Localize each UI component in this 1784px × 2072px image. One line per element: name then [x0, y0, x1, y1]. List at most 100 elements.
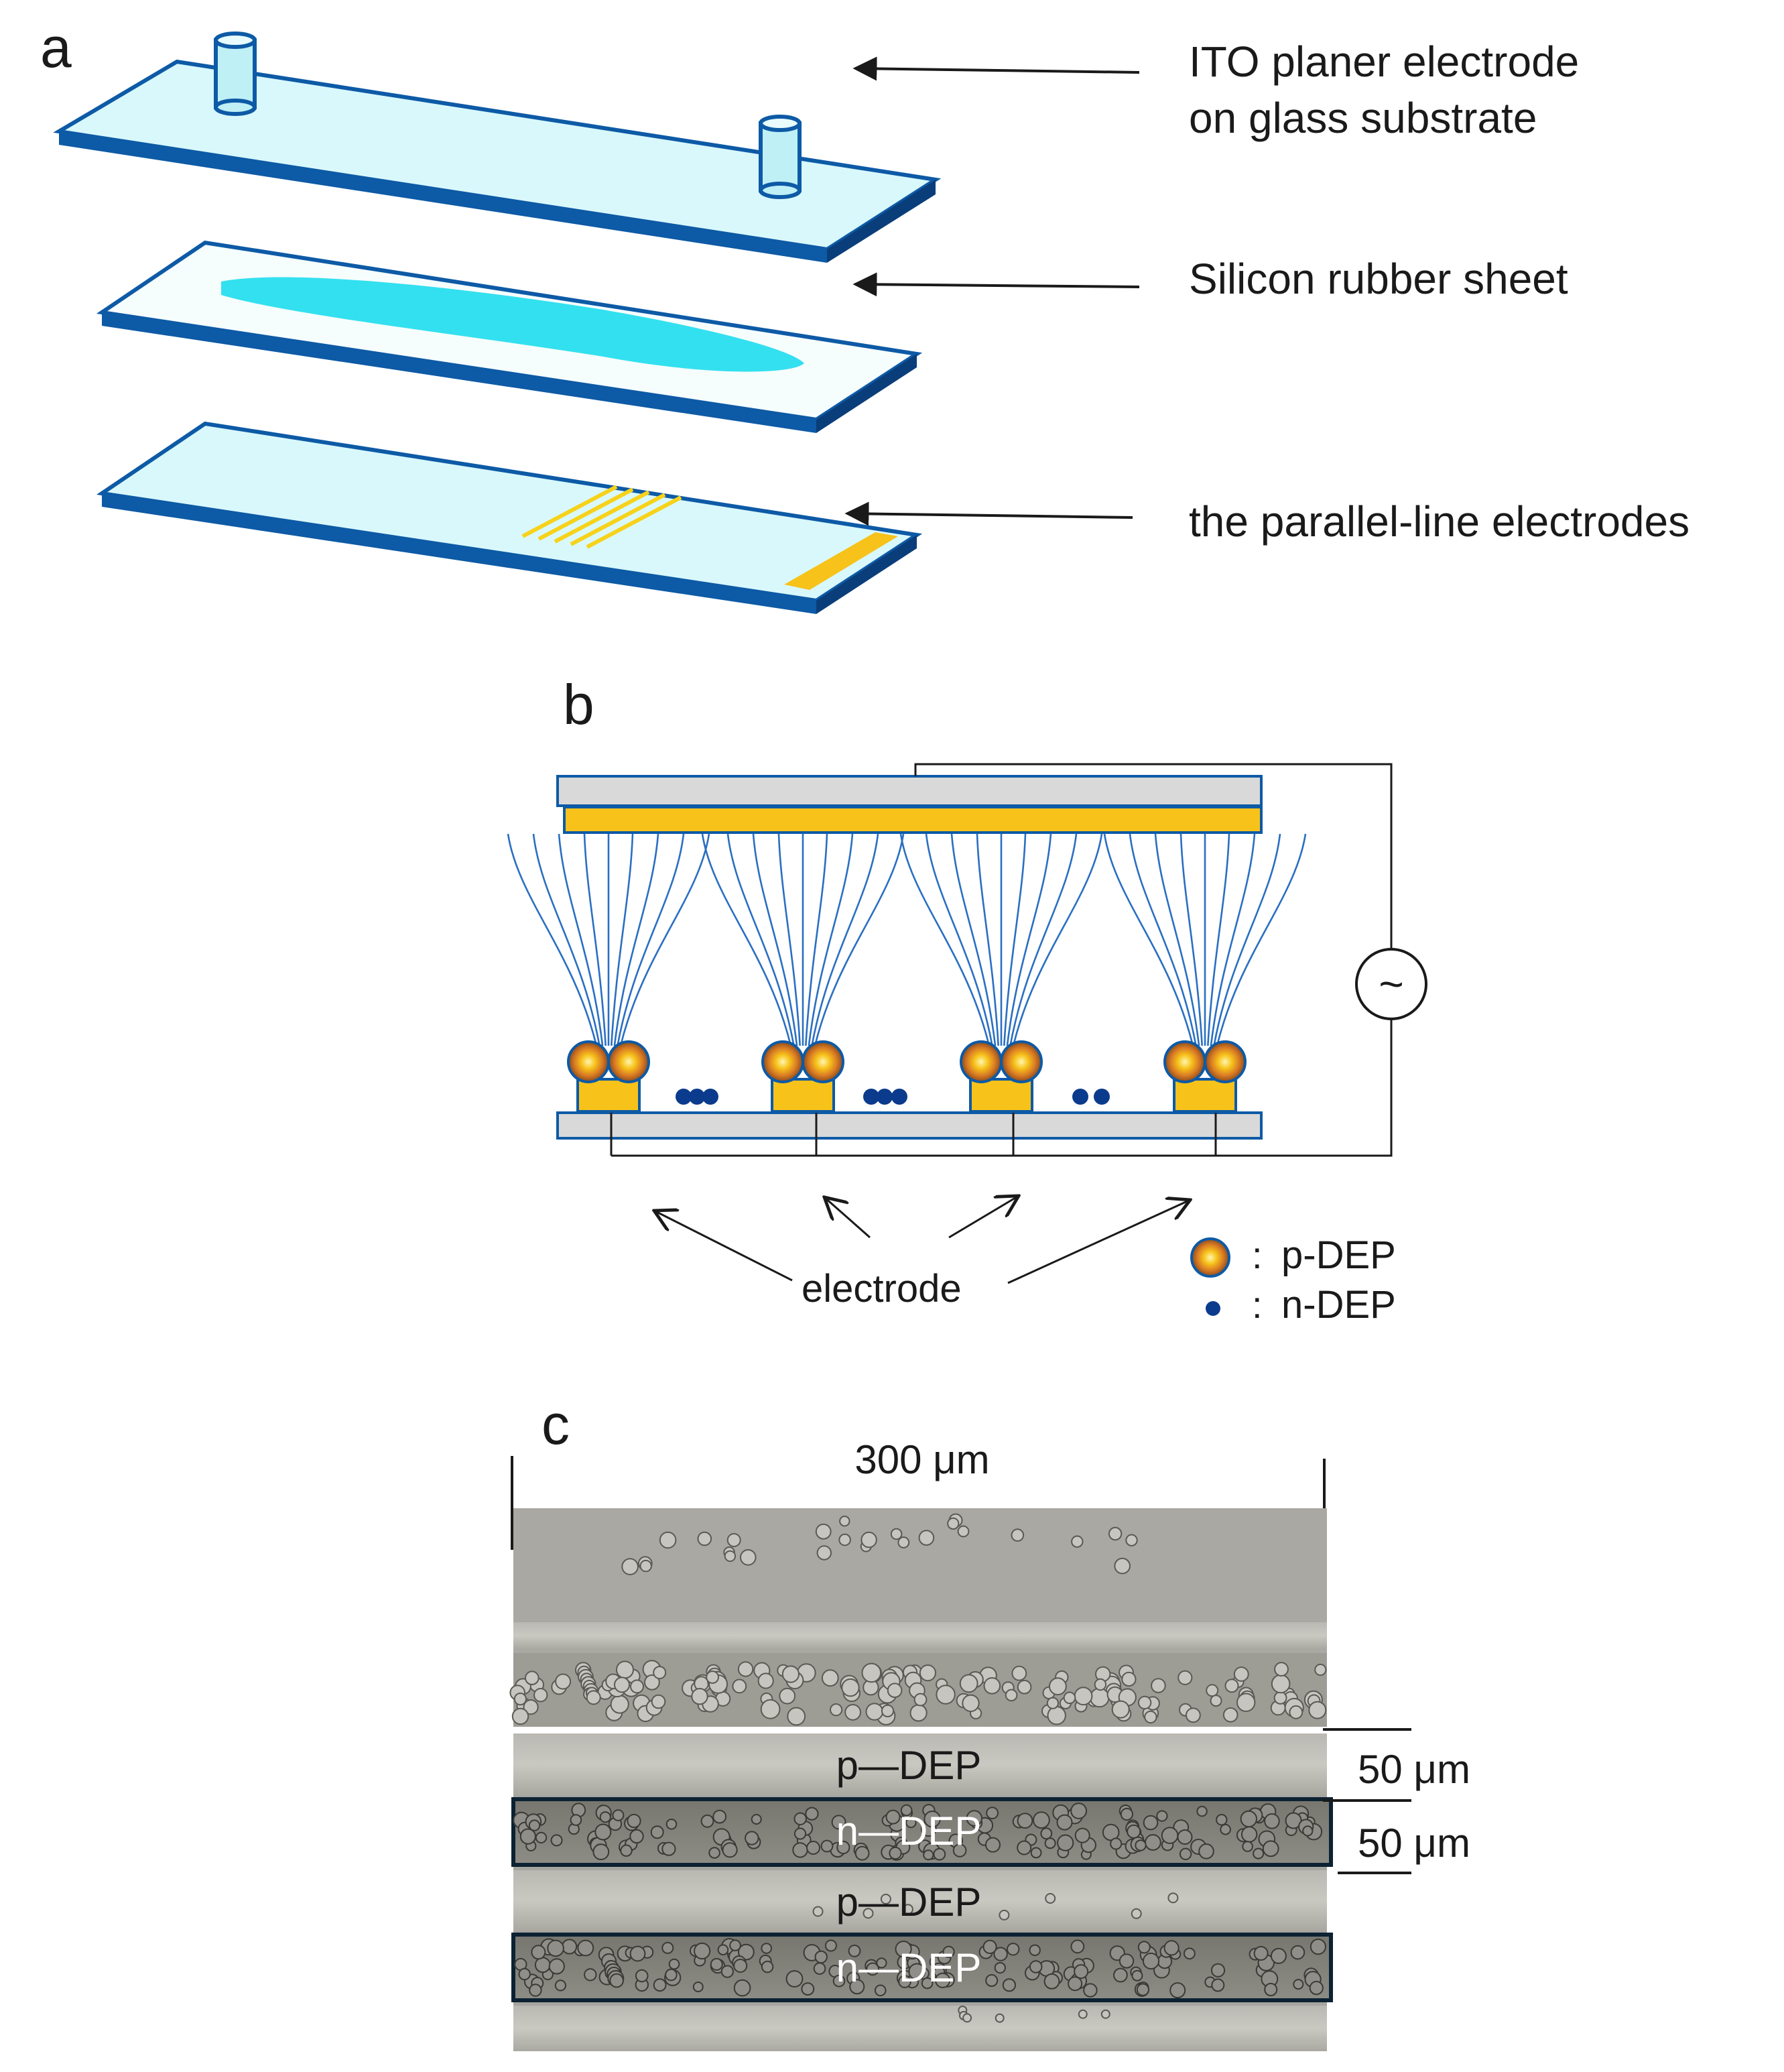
- cell: [694, 1942, 711, 1960]
- ndep-cell: [891, 1089, 907, 1105]
- cell: [1177, 1670, 1193, 1685]
- cell: [518, 1967, 531, 1981]
- electrode-lines: [521, 485, 682, 549]
- field-line: [899, 833, 991, 1046]
- cell: [1184, 1947, 1196, 1960]
- pdep-band-2: [513, 1870, 1327, 1931]
- field-line: [613, 833, 659, 1046]
- cell: [653, 1666, 667, 1680]
- pdep-cell: [1000, 1040, 1043, 1083]
- cell: [1198, 1843, 1214, 1860]
- cell: [1240, 1810, 1258, 1828]
- cell: [1049, 1677, 1067, 1696]
- band-label-ndep-2: n—DEP: [836, 1945, 982, 1990]
- cell: [876, 1957, 887, 1969]
- cell: [935, 1972, 951, 1988]
- cell: [1136, 1983, 1150, 1996]
- panel-b: b ~ electrode: [507, 673, 1427, 1327]
- cell: [534, 1957, 551, 1973]
- cell: [586, 1690, 601, 1705]
- cell: [861, 1531, 877, 1548]
- cell: [839, 1516, 850, 1527]
- cell: [881, 1704, 895, 1717]
- field-line: [950, 833, 997, 1046]
- cell: [653, 1978, 667, 1992]
- cell: [1310, 1939, 1327, 1955]
- ndep-cell: [689, 1089, 705, 1105]
- cell: [890, 1528, 903, 1540]
- field-line: [1006, 833, 1052, 1046]
- cell: [535, 1831, 548, 1844]
- cell: [1100, 2009, 1110, 2019]
- cell: [1033, 1811, 1050, 1829]
- cell: [1270, 1947, 1287, 1964]
- bottom-electrodes: [576, 1078, 1237, 1113]
- pdep-cell: [802, 1040, 844, 1083]
- pdep-cell: [567, 1040, 610, 1083]
- field-line: [1210, 833, 1256, 1046]
- cell: [815, 1523, 832, 1540]
- cell: [947, 1517, 960, 1530]
- cell: [787, 1707, 806, 1726]
- cell: [1253, 1946, 1269, 1961]
- cell: [1242, 1841, 1253, 1852]
- cell: [1083, 1983, 1098, 1998]
- cell: [1314, 1663, 1327, 1677]
- micrograph: [509, 1508, 1333, 2051]
- ndep-cell: [877, 1089, 893, 1105]
- cell: [1143, 1815, 1159, 1831]
- cell: [779, 1687, 796, 1705]
- cell: [1233, 1666, 1249, 1682]
- cell: [1222, 1707, 1238, 1723]
- cell: [909, 1704, 928, 1722]
- cell: [1196, 1805, 1208, 1817]
- cell: [821, 1669, 839, 1687]
- top-ito-electrode: [563, 806, 1263, 834]
- pdep-cell: [960, 1040, 1003, 1083]
- panel-c-label: c: [541, 1393, 570, 1456]
- cell: [1074, 1964, 1089, 1979]
- panel-c: c 300 μm p—DEP n—DEP p—DEP n—DEP: [509, 1393, 1470, 2051]
- cell: [1108, 1526, 1123, 1541]
- cell: [720, 1965, 735, 1978]
- cell: [913, 1693, 928, 1707]
- electrode-substrate-side-edge: [816, 535, 917, 614]
- cell: [921, 1977, 934, 1990]
- cell: [844, 1704, 861, 1721]
- ac-source-symbol: ~: [1379, 960, 1403, 1008]
- cell: [529, 1984, 542, 1997]
- field-line: [752, 833, 798, 1046]
- cell: [1262, 1840, 1279, 1857]
- outlet-port: [759, 115, 802, 199]
- field-line: [1180, 833, 1203, 1046]
- cell: [982, 1939, 997, 1954]
- cell: [1224, 1679, 1239, 1693]
- cell: [1121, 1671, 1137, 1687]
- cell: [511, 1707, 529, 1725]
- pdep-cell: [1163, 1040, 1206, 1083]
- cell: [880, 1894, 891, 1904]
- cell: [1057, 1834, 1074, 1851]
- cell: [897, 1536, 910, 1548]
- cell: [1002, 1978, 1017, 1992]
- cell: [708, 1847, 720, 1859]
- cell: [614, 1677, 630, 1693]
- panel-a: a: [40, 16, 1690, 614]
- band-label-ndep-1: n—DEP: [836, 1809, 982, 1853]
- field-lines: [507, 833, 1307, 1046]
- cell: [830, 1703, 843, 1717]
- cell: [1127, 1824, 1141, 1839]
- cell: [547, 1939, 564, 1957]
- legend-ndep-separator: :: [1252, 1284, 1263, 1326]
- pdep-cells: [567, 1040, 1247, 1083]
- cell: [1046, 1697, 1060, 1709]
- cell: [1043, 1973, 1060, 1990]
- field-line: [814, 833, 905, 1046]
- cell: [1135, 1839, 1147, 1851]
- cell: [994, 1962, 1006, 1974]
- cell: [729, 1939, 741, 1951]
- cell: [957, 1525, 970, 1538]
- cell: [985, 1837, 1001, 1853]
- cell: [1071, 1535, 1084, 1548]
